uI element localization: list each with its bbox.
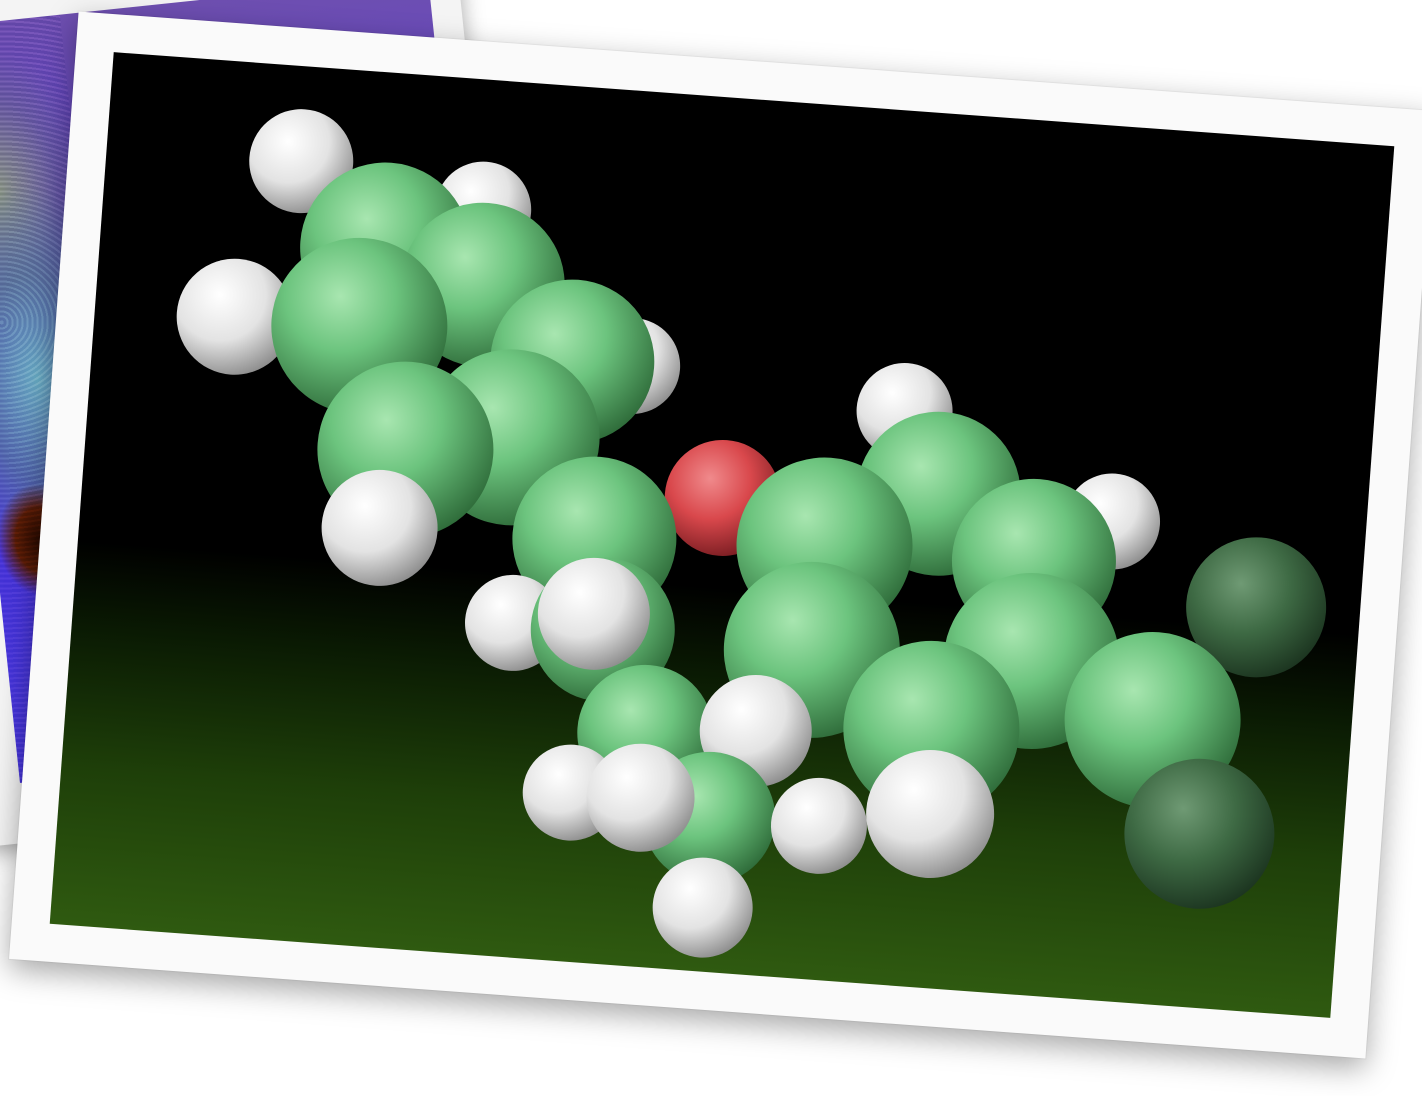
halogen-atom <box>1124 758 1275 909</box>
molecule-render-scene <box>49 52 1395 1018</box>
hydrogen-atom <box>770 777 867 874</box>
hydrogen-atom <box>652 857 753 958</box>
hydrogen-atom <box>586 743 695 852</box>
molecule-photo <box>9 11 1422 1059</box>
hydrogen-atom <box>537 557 650 670</box>
halogen-atom <box>1186 537 1327 678</box>
hydrogen-atom <box>176 258 293 375</box>
hydrogen-atom <box>321 469 438 586</box>
molecule-model <box>176 109 1327 958</box>
hydrogen-atom <box>866 749 995 878</box>
